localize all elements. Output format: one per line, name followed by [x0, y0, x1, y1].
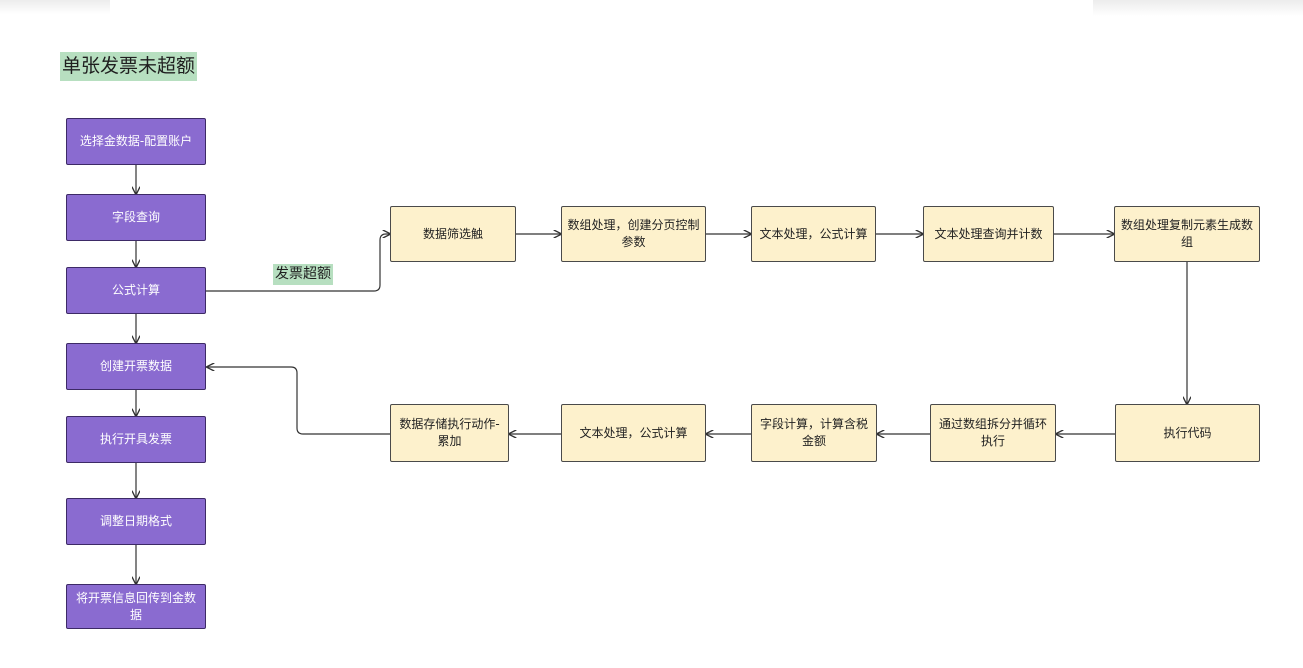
node-label: 数组处理复制元素生成数组 — [1120, 218, 1253, 249]
node-field-calc-tax-amount: 字段计算，计算含税金额 — [751, 404, 877, 462]
node-label: 文本处理，公式计算 — [759, 226, 868, 241]
node-array-split-loop: 通过数组拆分并循环执行 — [930, 404, 1056, 462]
node-label: 数组处理，创建分页控制参数 — [567, 218, 700, 249]
node-text-formula-calc-2: 文本处理，公式计算 — [561, 404, 706, 462]
node-array-copy-generate: 数组处理复制元素生成数组 — [1114, 206, 1260, 262]
node-label: 字段计算，计算含税金额 — [759, 417, 868, 448]
node-label: 数据存储执行动作-累加 — [399, 417, 500, 448]
node-label: 文本处理查询并计数 — [934, 226, 1043, 241]
page-title: 单张发票未超额 — [60, 52, 198, 81]
node-data-filter-trigger: 数据筛选触 — [390, 206, 516, 262]
node-adjust-date-format: 调整日期格式 — [66, 498, 206, 545]
node-issue-invoice: 执行开具发票 — [66, 416, 206, 463]
edge-n3-y1 — [206, 234, 390, 292]
node-text-formula-calc-1: 文本处理，公式计算 — [751, 206, 876, 262]
node-formula-calc: 公式计算 — [66, 267, 206, 314]
node-label: 数据筛选触 — [422, 226, 483, 241]
node-text-query-count: 文本处理查询并计数 — [923, 206, 1054, 262]
edge-y10-n4 — [207, 367, 390, 435]
node-select-jinshuju-account: 选择金数据-配置账户 — [66, 118, 206, 165]
node-label: 调整日期格式 — [99, 514, 172, 528]
node-label: 通过数组拆分并循环执行 — [938, 417, 1047, 448]
node-array-pagination-params: 数组处理，创建分页控制参数 — [561, 206, 706, 262]
node-label: 文本处理，公式计算 — [579, 425, 688, 440]
node-label: 执行开具发票 — [99, 432, 172, 446]
node-create-invoice-data: 创建开票数据 — [66, 343, 206, 390]
node-label: 创建开票数据 — [99, 359, 172, 373]
node-label: 将开票信息回传到金数据 — [75, 590, 196, 622]
node-return-invoice-info: 将开票信息回传到金数据 — [66, 584, 206, 629]
node-label: 选择金数据-配置账户 — [79, 134, 193, 148]
node-label: 字段查询 — [111, 210, 160, 224]
node-data-store-accumulate: 数据存储执行动作-累加 — [390, 404, 509, 462]
node-field-query: 字段查询 — [66, 194, 206, 241]
node-label: 公式计算 — [111, 283, 160, 297]
node-label: 执行代码 — [1163, 425, 1212, 440]
node-execute-code: 执行代码 — [1115, 404, 1260, 462]
edge-label-invoice-over: 发票超额 — [273, 264, 333, 285]
